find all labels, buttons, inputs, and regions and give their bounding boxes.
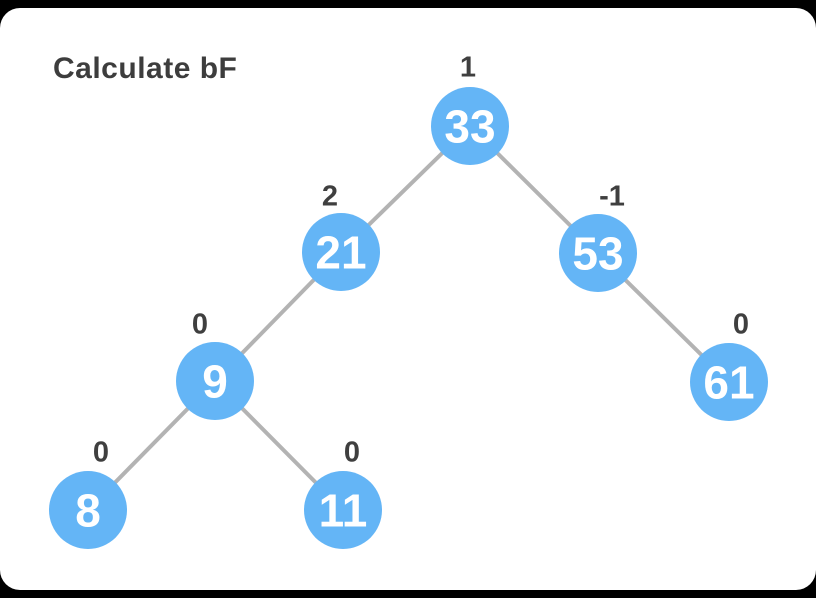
tree-node-value-8: 8 [75, 485, 101, 537]
page-title: Calculate bF [53, 52, 238, 85]
balance-factor-label-8: 0 [93, 436, 109, 468]
balance-factor-label-11: 0 [344, 436, 360, 468]
tree-node-value-21: 21 [315, 227, 366, 279]
tree-node-9 [176, 342, 254, 420]
balance-factor-label-53: -1 [599, 180, 625, 212]
tree-node-8 [49, 471, 127, 549]
balance-factor-label-9: 0 [192, 308, 208, 340]
tree-node-11 [304, 471, 382, 549]
tree-node-33 [431, 87, 509, 165]
diagram-panel [0, 8, 816, 590]
balance-factor-label-61: 0 [733, 308, 749, 340]
tree-node-53 [559, 214, 637, 292]
tree-node-value-33: 33 [444, 101, 495, 153]
balance-factor-label-33: 1 [460, 51, 476, 83]
tree-node-21 [302, 213, 380, 291]
tree-node-value-53: 53 [572, 228, 623, 280]
tree-node-value-11: 11 [319, 485, 368, 537]
tree-node-61 [690, 343, 768, 421]
tree-node-value-9: 9 [202, 356, 228, 408]
tree-node-value-61: 61 [703, 357, 754, 409]
balance-factor-label-21: 2 [322, 180, 338, 212]
